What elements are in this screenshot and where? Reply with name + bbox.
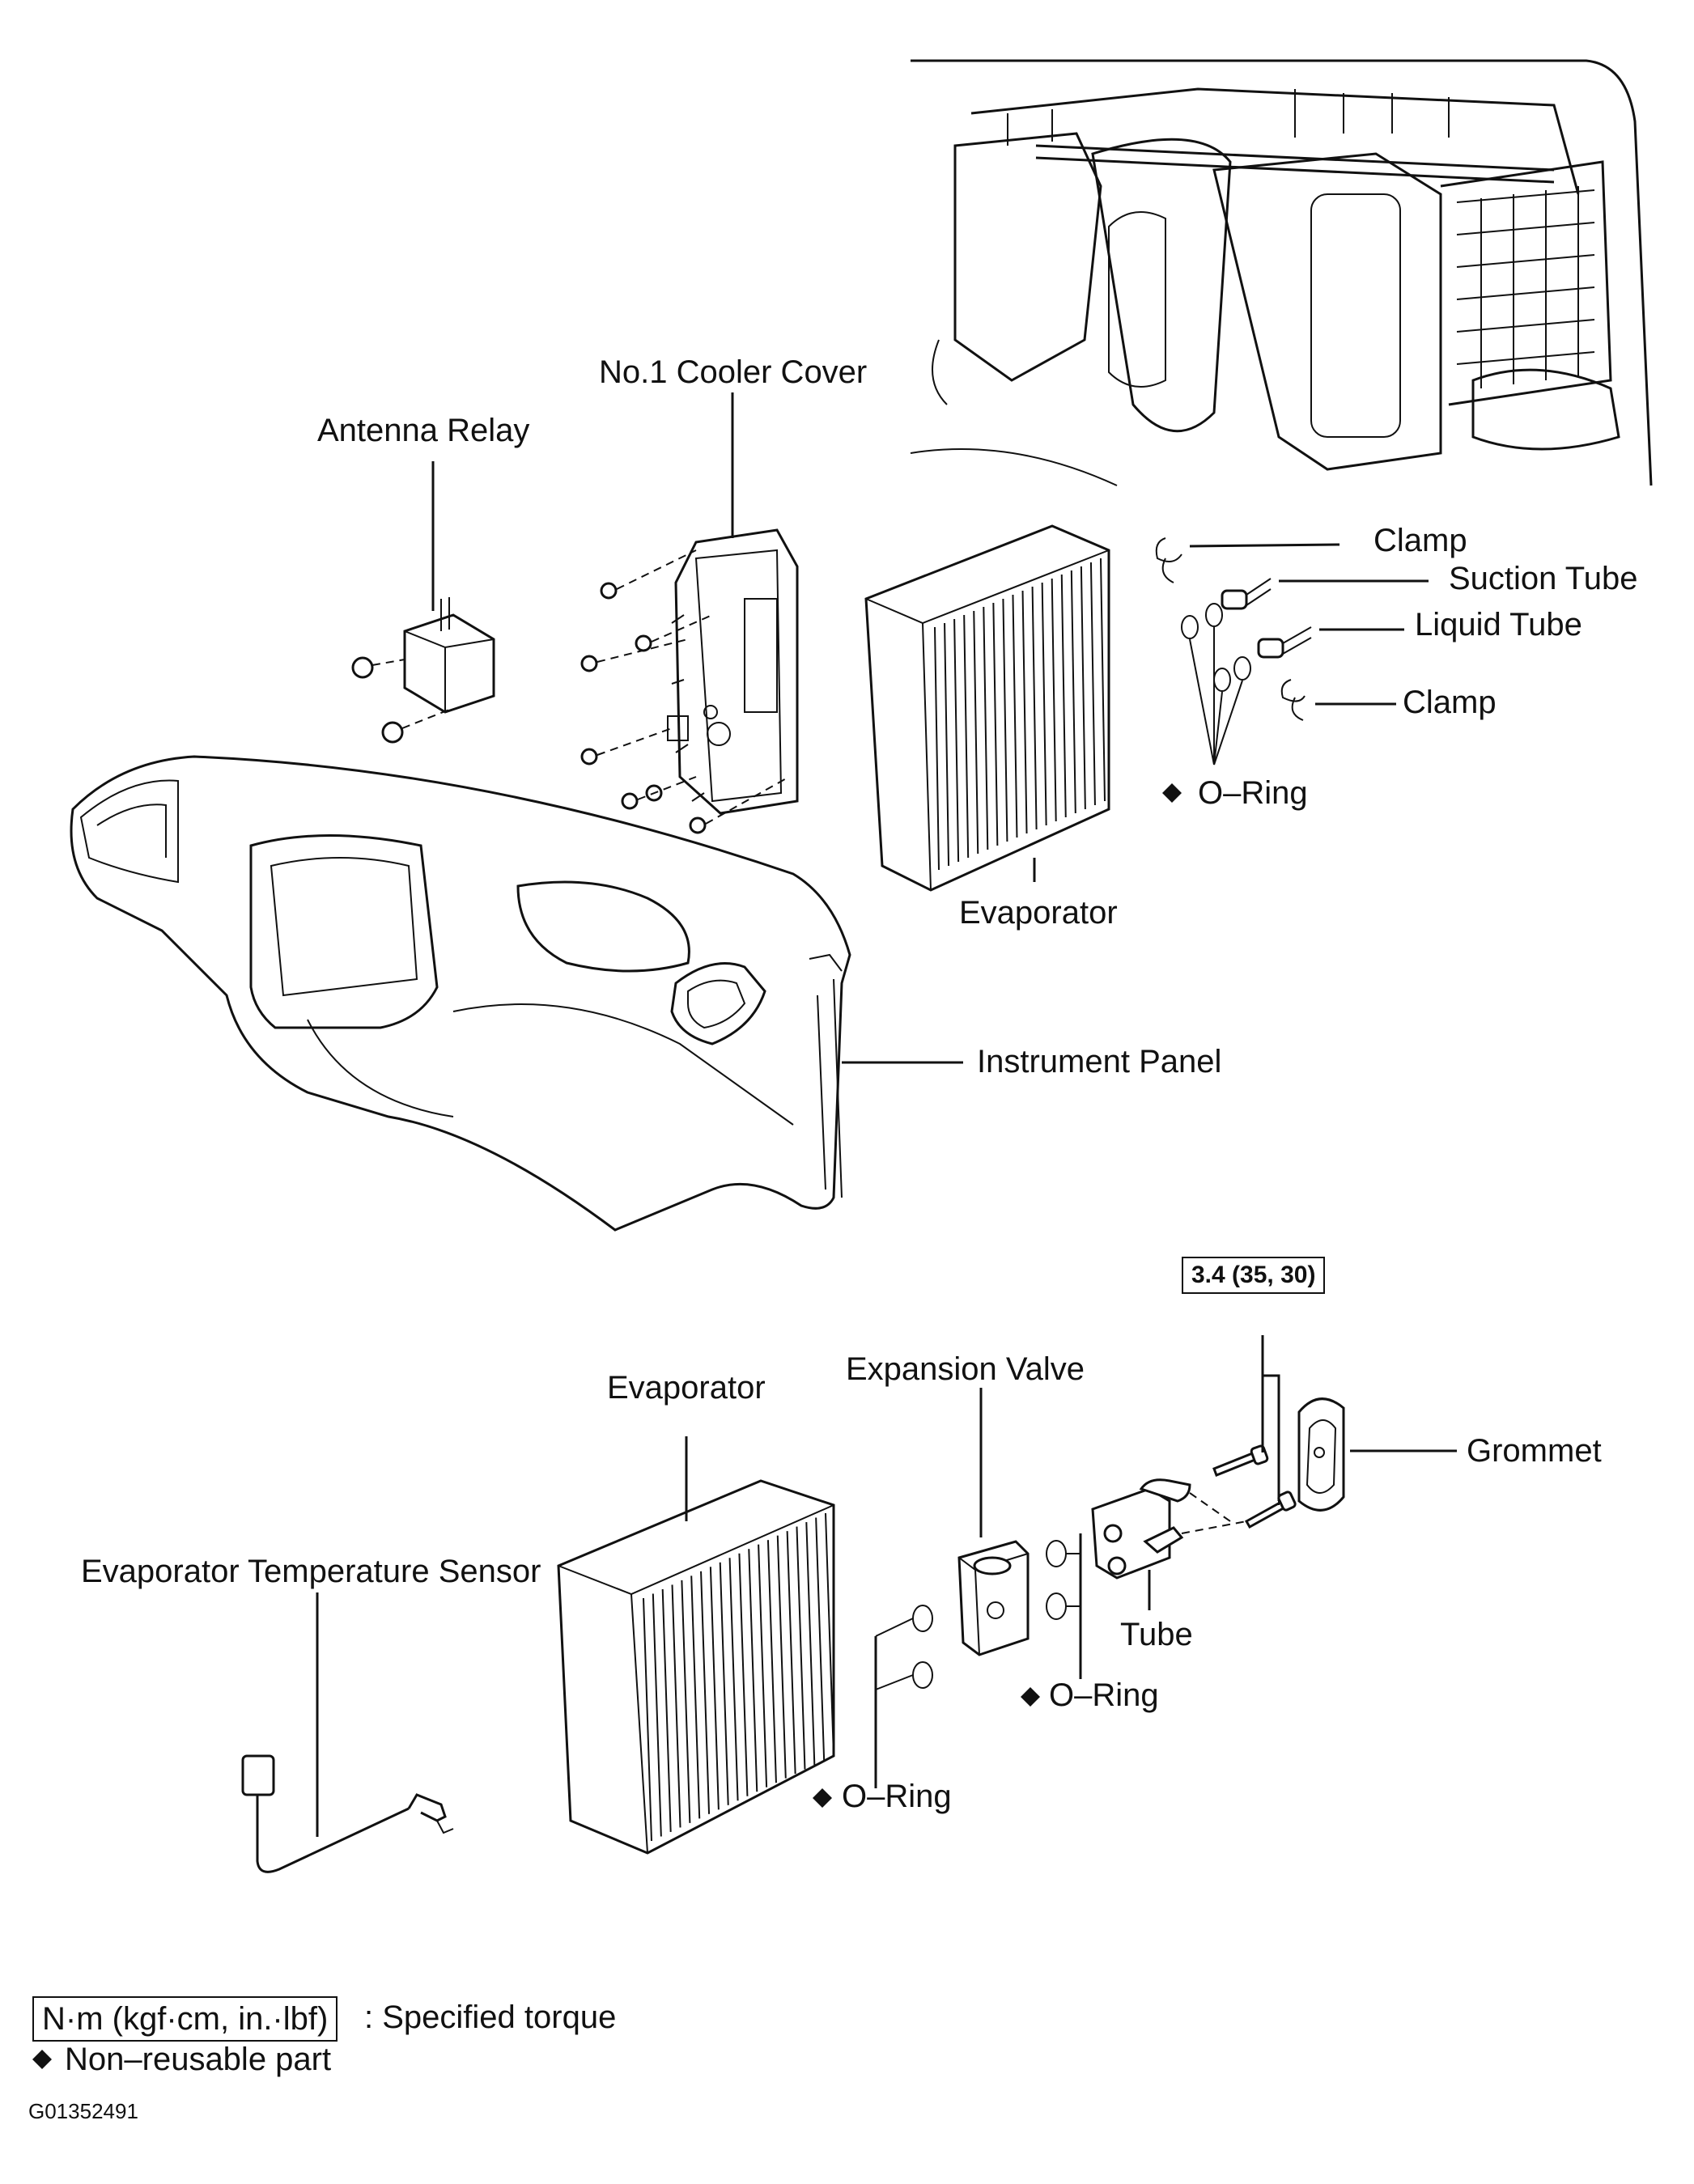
evaporator-fin — [738, 1553, 749, 1796]
label-clamp-bottom: Clamp — [1403, 685, 1497, 720]
label-instrument-panel: Instrument Panel — [977, 1044, 1222, 1079]
evaporator-fin — [766, 1540, 777, 1783]
label-evap-temp-sensor: Evaporator Temperature Sensor — [81, 1554, 541, 1589]
figure-id: G01352491 — [28, 2099, 138, 2123]
label-o-ring-low: O–Ring — [842, 1779, 952, 1814]
evaporator-fin — [652, 1593, 662, 1837]
o-rings-lower — [874, 1605, 933, 1788]
temp-sensor-drawing — [241, 1592, 454, 1873]
evaporator-fin — [1041, 582, 1047, 826]
tube-block-drawing — [1091, 1478, 1247, 1610]
evaporator-fin — [643, 1597, 652, 1842]
evaporator-fin — [963, 614, 970, 859]
legend-unit-description: : Specified torque — [364, 2000, 617, 2035]
evaporator-bottom-drawing — [557, 1436, 835, 1855]
evaporator-fin — [1051, 578, 1057, 822]
evaporator-fin — [1070, 570, 1076, 814]
evaporator-fin — [681, 1580, 691, 1823]
evaporator-fin — [786, 1531, 796, 1775]
evaporator-fin — [953, 618, 960, 863]
evaporator-fin — [1002, 598, 1008, 842]
diamond-symbols — [32, 783, 1182, 2069]
label-liquid-tube: Liquid Tube — [1415, 607, 1582, 642]
evaporator-fin — [719, 1562, 729, 1805]
evaporator-fin — [748, 1549, 758, 1792]
evaporator-fin — [1031, 586, 1038, 830]
evaporator-fin — [1100, 558, 1106, 802]
evaporator-fin — [1012, 594, 1018, 838]
evaporator-fin — [671, 1584, 681, 1828]
bolts-drawing — [1212, 1335, 1297, 1529]
label-antenna-relay: Antenna Relay — [317, 413, 530, 448]
label-o-ring-mid: O–Ring — [1049, 1677, 1159, 1713]
evaporator-fin — [661, 1588, 672, 1832]
evaporator-fin — [728, 1558, 739, 1801]
grommet-drawing — [1297, 1397, 1457, 1512]
evaporator-fin — [758, 1544, 768, 1787]
evaporator-fin — [944, 622, 950, 867]
cooler-cover-drawing — [580, 392, 799, 834]
evaporator-fin — [934, 626, 940, 871]
label-cooler-cover: No.1 Cooler Cover — [599, 354, 868, 390]
evaporator-fin — [690, 1575, 701, 1819]
label-grommet: Grommet — [1467, 1433, 1602, 1469]
evaporator-fin — [700, 1571, 711, 1814]
legend-unit-box: N·m (kgf·cm, in.·lbf) — [32, 1996, 338, 2042]
evaporator-fin — [815, 1517, 826, 1761]
tubes-clamps-drawing — [1155, 537, 1429, 765]
evaporator-fin — [973, 610, 979, 855]
evaporator-top-drawing — [864, 524, 1110, 892]
antenna-relay-drawing — [351, 461, 495, 744]
o-rings-top — [1181, 603, 1251, 765]
evaporator-fin — [1089, 562, 1096, 806]
evaporator-fin — [805, 1522, 816, 1766]
evaporator-fin — [992, 602, 999, 846]
label-expansion-valve: Expansion Valve — [846, 1351, 1085, 1387]
evaporator-fin — [709, 1567, 720, 1810]
torque-spec-box: 3.4 (35, 30) — [1182, 1257, 1326, 1294]
o-rings-mid — [1046, 1533, 1082, 1679]
evaporator-fin — [983, 606, 989, 850]
legend-nonreusable: Non–reusable part — [65, 2042, 332, 2077]
hvac-grille — [1456, 186, 1595, 388]
instrument-panel-drawing — [70, 755, 963, 1232]
label-suction-tube: Suction Tube — [1449, 561, 1638, 596]
evaporator-fin — [1080, 566, 1086, 810]
label-clamp-top: Clamp — [1373, 523, 1467, 558]
label-evaporator-bottom: Evaporator — [607, 1370, 766, 1406]
label-tube: Tube — [1120, 1617, 1193, 1652]
evaporator-fin — [796, 1526, 806, 1770]
label-evaporator-top: Evaporator — [959, 895, 1118, 931]
evaporator-fin — [776, 1535, 787, 1779]
cooler-cover-screws — [580, 549, 790, 834]
hvac-unit-drawing — [910, 59, 1653, 486]
label-o-ring-top: O–Ring — [1198, 775, 1308, 811]
evaporator-fin — [825, 1512, 834, 1757]
evaporator-fin — [1021, 590, 1028, 834]
expansion-valve-drawing — [957, 1388, 1030, 1656]
evaporator-fin — [1060, 574, 1067, 818]
